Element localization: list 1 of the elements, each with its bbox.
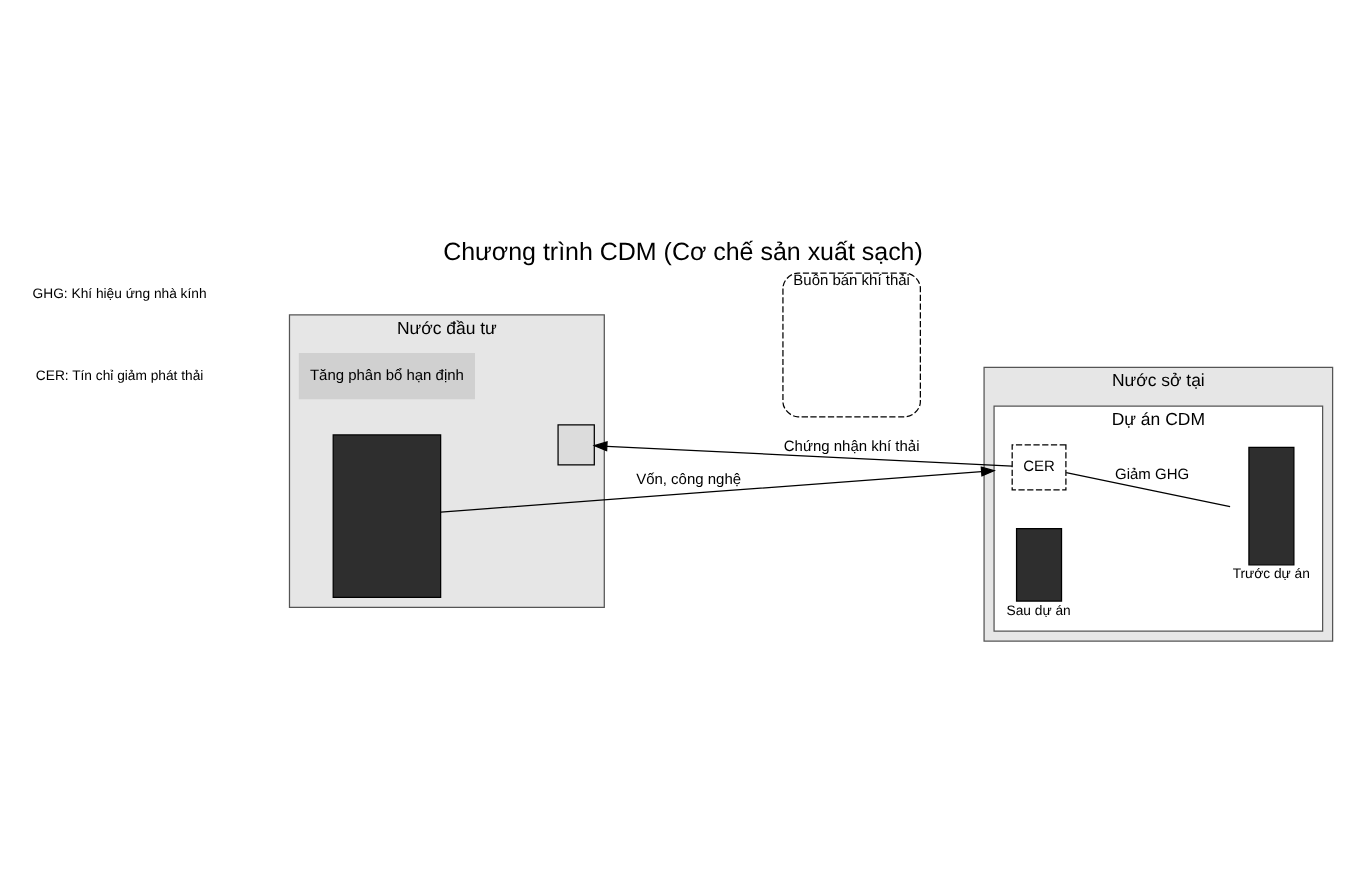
diagram-title: Chương trình CDM (Cơ chế sản xuất sạch) <box>443 237 923 266</box>
